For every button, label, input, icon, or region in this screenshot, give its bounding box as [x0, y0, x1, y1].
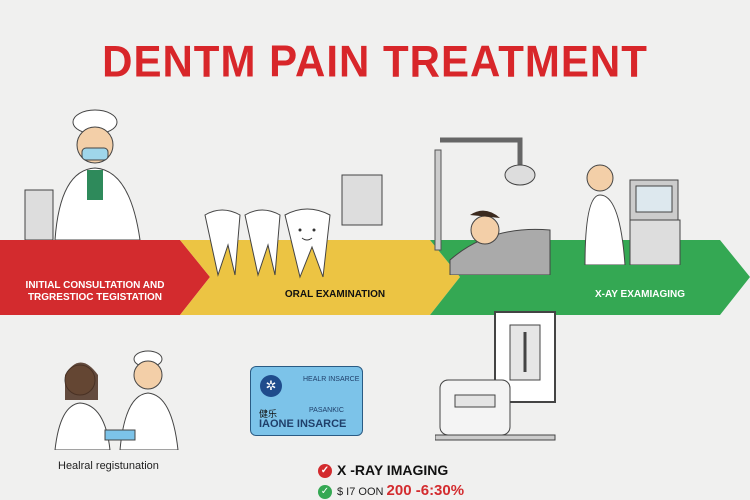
card-line2: PASANKIC	[309, 407, 344, 414]
insurance-logo-icon: ✲	[260, 375, 282, 397]
checklist-item-2-prefix: $ I7 OON	[337, 486, 384, 498]
card-glyphs: 健乐	[259, 409, 278, 419]
checklist-item-1-text: X -RAY IMAGING	[337, 462, 449, 478]
xray-machine-illustration	[435, 311, 556, 441]
checklist-item-2: ✓ $ I7 OON 200 -6:30%	[318, 482, 465, 500]
check-icon: ✓	[318, 485, 332, 500]
dentist-illustration	[24, 109, 141, 240]
dental-chair-illustration	[341, 137, 551, 275]
checklist-item-1: ✓ X -RAY IMAGING	[318, 462, 449, 479]
page-title: DENTM PAIN TREATMENT	[102, 36, 648, 87]
teeth-illustration	[204, 208, 331, 279]
registration-illustration	[54, 350, 179, 450]
step-1-line2: TRGRESTIOC TEGISTATION	[27, 292, 163, 303]
step-1-label: INITIAL CONSULTATION AND TRGRESTIOC TEGI…	[20, 280, 170, 304]
registration-caption: Healral registunation	[58, 460, 159, 472]
checklist-item-2-highlight: 200 -6:30%	[386, 482, 465, 499]
step-1-line1: INITIAL CONSULTATION AND	[25, 280, 165, 291]
step-3-label: X-AY EXAMIAGING	[594, 289, 686, 300]
insurance-card: ✲ HEALR INSARCE PASANKIC 健乐 IAONE INSARC…	[250, 366, 363, 436]
xray-technician-illustration	[584, 164, 681, 265]
step-2-label: ORAL EXAMINATION	[284, 289, 386, 300]
card-line3: IAONE INSARCE	[259, 418, 347, 430]
step-2-arrow	[180, 240, 460, 315]
step-1-arrow	[0, 240, 210, 315]
card-line1: HEALR INSARCE	[303, 376, 360, 383]
check-icon: ✓	[318, 464, 332, 479]
